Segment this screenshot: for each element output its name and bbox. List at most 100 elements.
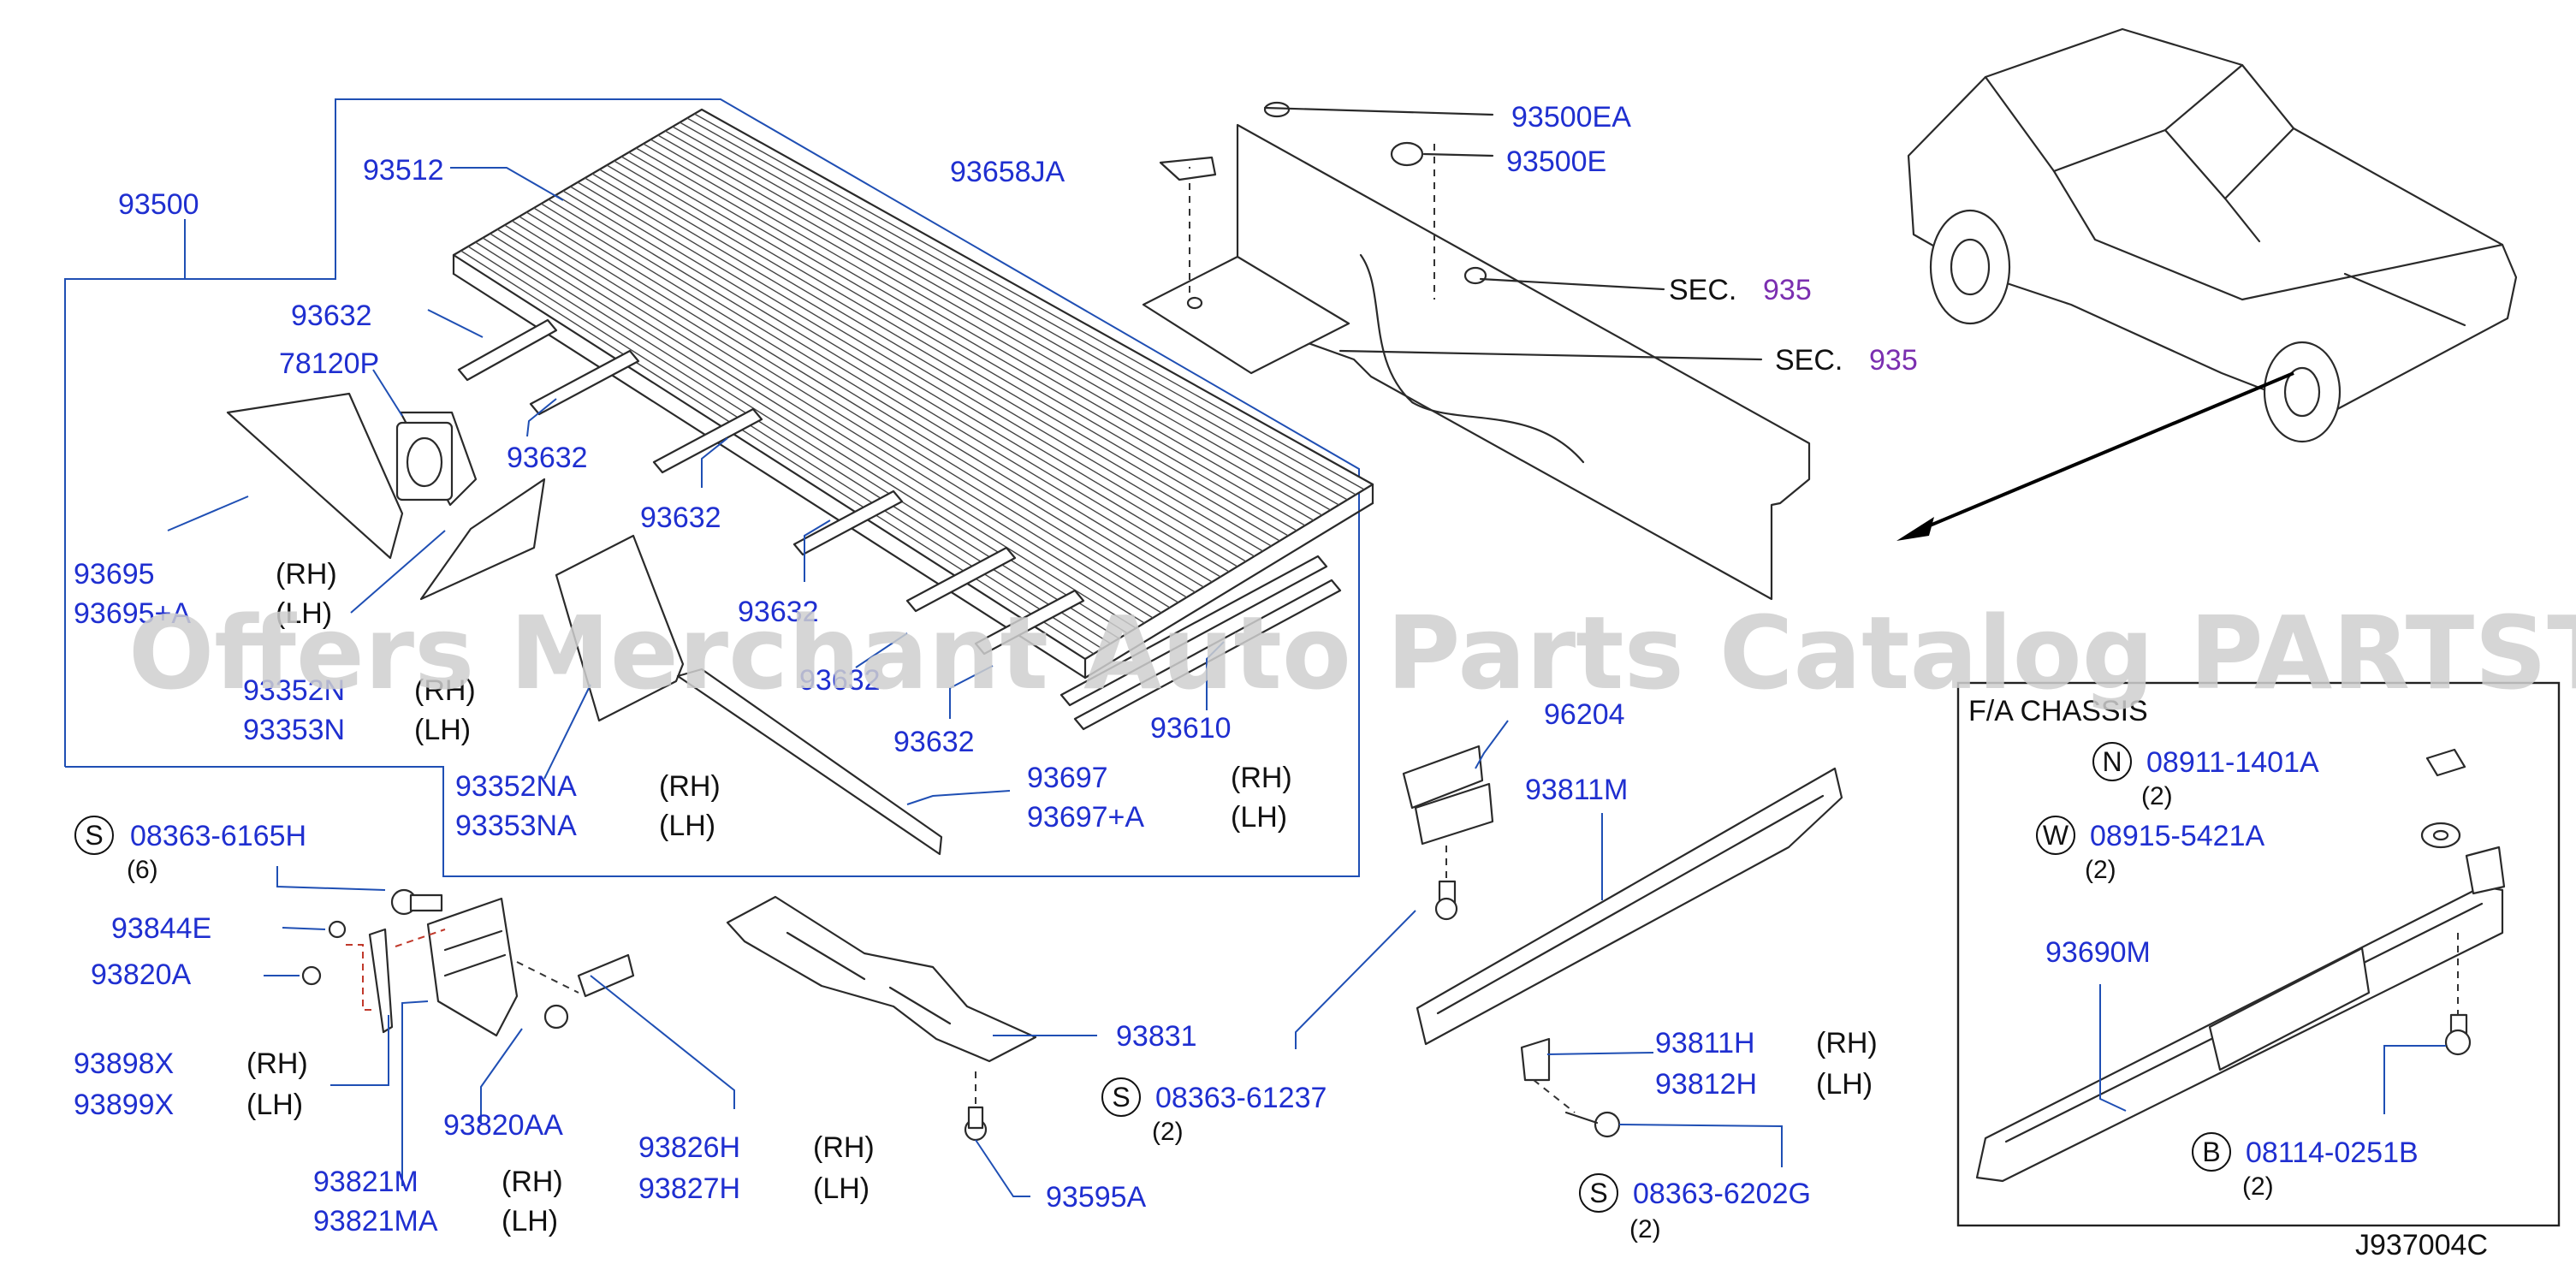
- label-08363-61237[interactable]: 08363-61237: [1155, 1082, 1327, 1114]
- label-93811M[interactable]: 93811M: [1525, 774, 1628, 806]
- label-93820AA[interactable]: 93820AA: [443, 1109, 563, 1142]
- label-08363-6165H[interactable]: 08363-6165H: [130, 820, 306, 852]
- label-93353N[interactable]: 93353N: [243, 714, 345, 746]
- side-93826H: (RH): [813, 1131, 875, 1164]
- label-93632-c[interactable]: 93632: [640, 501, 721, 534]
- mark-b: B: [2202, 1136, 2220, 1167]
- label-08915-5421A[interactable]: 08915-5421A: [2090, 820, 2265, 852]
- side-93695: (RH): [276, 558, 337, 590]
- qty-08363-6165H: (6): [127, 856, 158, 884]
- label-93820A[interactable]: 93820A: [91, 958, 192, 991]
- bed-side-panel: [1142, 101, 1811, 601]
- side-93821MA: (LH): [502, 1205, 558, 1237]
- side-93899X: (LH): [246, 1089, 303, 1121]
- bed-rib: [482, 237, 1119, 639]
- label-93695-A[interactable]: 93695+A: [74, 597, 191, 630]
- label-93353NA[interactable]: 93353NA: [455, 810, 577, 842]
- corrugated-bed-floor: [452, 108, 1374, 680]
- label-93500[interactable]: 93500: [118, 188, 199, 221]
- side-sills: [226, 392, 943, 856]
- qty-08915-5421A: (2): [2085, 856, 2116, 884]
- bed-rib: [657, 134, 1323, 516]
- section-label-2: SEC.: [1775, 344, 1843, 377]
- side-93352N: (RH): [414, 674, 476, 707]
- label-93500EA[interactable]: 93500EA: [1511, 101, 1631, 134]
- label-93812H[interactable]: 93812H: [1655, 1068, 1757, 1101]
- qty-08114-0251B: (2): [2242, 1172, 2274, 1201]
- bed-rib: [548, 199, 1196, 593]
- label-93844E[interactable]: 93844E: [111, 912, 211, 945]
- mark-w: W: [2043, 820, 2069, 851]
- label-08911-1401A[interactable]: 08911-1401A: [2146, 746, 2319, 779]
- side-93697-A: (LH): [1231, 801, 1287, 834]
- watermark: Offers Merchant Auto Parts Catalog PARTS…: [128, 594, 2576, 712]
- bed-rib: [643, 143, 1306, 526]
- label-93821M[interactable]: 93821M: [313, 1166, 418, 1198]
- label-96204[interactable]: 96204: [1544, 698, 1625, 731]
- mark-circle-s-1: [74, 816, 114, 855]
- part-labels: 93500 93512 93632 78120P 93632 93632 936…: [74, 101, 2488, 1261]
- qty-08363-61237: (2): [1152, 1118, 1184, 1146]
- label-93690M[interactable]: 93690M: [2045, 936, 2151, 969]
- label-78120P[interactable]: 78120P: [279, 347, 379, 380]
- label-93811H[interactable]: 93811H: [1655, 1027, 1755, 1059]
- label-93512[interactable]: 93512: [363, 154, 444, 187]
- side-93827H: (LH): [813, 1172, 870, 1205]
- label-93697-A[interactable]: 93697+A: [1027, 801, 1144, 834]
- bed-rib: [475, 241, 1112, 644]
- label-93695[interactable]: 93695: [74, 558, 155, 590]
- side-93353N: (LH): [414, 714, 471, 746]
- label-93658JA[interactable]: 93658JA: [950, 156, 1065, 188]
- side-93812H: (LH): [1816, 1068, 1873, 1101]
- label-93632-f[interactable]: 93632: [893, 726, 975, 758]
- bed-rib: [680, 122, 1348, 501]
- bed-rib: [628, 151, 1289, 537]
- label-93500E[interactable]: 93500E: [1506, 145, 1606, 178]
- side-93353NA: (LH): [659, 810, 715, 842]
- bed-rib: [570, 186, 1221, 578]
- qty-08911-1401A: (2): [2141, 782, 2173, 810]
- mark-circle-s-2: [1101, 1077, 1141, 1117]
- label-93821MA[interactable]: 93821MA: [313, 1205, 438, 1237]
- bed-rib: [555, 194, 1204, 588]
- bed-rib: [591, 173, 1247, 562]
- inset-box: [1956, 681, 2561, 1227]
- bed-rib: [585, 177, 1238, 567]
- label-93595A[interactable]: 93595A: [1046, 1181, 1147, 1214]
- side-93697: (RH): [1231, 762, 1292, 794]
- mark-s-2: S: [1112, 1082, 1130, 1113]
- label-93352NA[interactable]: 93352NA: [455, 770, 577, 803]
- label-93632-e[interactable]: 93632: [799, 664, 881, 697]
- bed-rib: [540, 203, 1187, 598]
- bed-rib: [599, 169, 1255, 557]
- label-93827H[interactable]: 93827H: [638, 1172, 740, 1205]
- bed-rib: [490, 233, 1128, 634]
- label-93352N[interactable]: 93352N: [243, 674, 345, 707]
- label-08363-6202G[interactable]: 08363-6202G: [1633, 1178, 1811, 1210]
- label-93632-a[interactable]: 93632: [291, 300, 372, 332]
- label-93610[interactable]: 93610: [1150, 712, 1232, 745]
- bed-rib: [672, 126, 1339, 506]
- bracket-group-left: [301, 888, 635, 1037]
- mark-circle-b: [2192, 1132, 2231, 1172]
- label-93831[interactable]: 93831: [1116, 1020, 1197, 1053]
- label-93899X[interactable]: 93899X: [74, 1089, 174, 1121]
- label-93632-d[interactable]: 93632: [738, 596, 819, 628]
- label-08114-0251B[interactable]: 08114-0251B: [2246, 1136, 2419, 1169]
- rail-93811M: [1402, 745, 1843, 1138]
- section-ref-2[interactable]: 935: [1869, 344, 1918, 377]
- bed-rib: [504, 224, 1145, 624]
- bed-rib: [496, 228, 1137, 629]
- label-93826H[interactable]: 93826H: [638, 1131, 740, 1164]
- diagram-code: J937004C: [2355, 1229, 2488, 1261]
- bed-rib: [577, 181, 1230, 573]
- label-93898X[interactable]: 93898X: [74, 1047, 174, 1080]
- label-93632-b[interactable]: 93632: [507, 442, 588, 474]
- bed-rib: [614, 160, 1272, 547]
- section-ref-1[interactable]: 935: [1763, 274, 1812, 306]
- cross-members: [457, 318, 1342, 731]
- label-93697[interactable]: 93697: [1027, 762, 1108, 794]
- bed-rib: [650, 139, 1315, 521]
- bed-rib: [665, 130, 1331, 511]
